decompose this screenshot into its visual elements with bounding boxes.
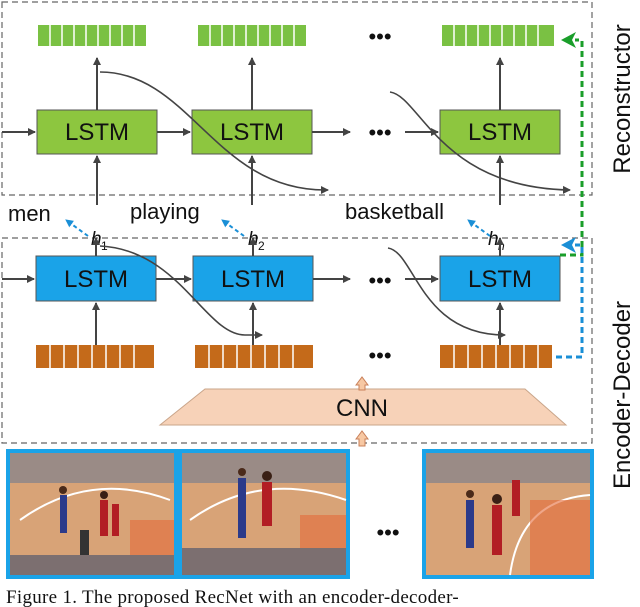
encoder-feature-bar-2 xyxy=(195,345,313,368)
decoder-lstm-2-label: LSTM xyxy=(221,266,285,293)
video-frame-2 xyxy=(178,449,350,579)
decoder-lstm-n: LSTM xyxy=(439,255,561,302)
word-basketball: basketball xyxy=(345,199,444,224)
reconstructor-side-label: Reconstructor xyxy=(609,24,636,173)
recon-lstm-1: LSTM xyxy=(36,109,158,155)
recon-feature-bar-n xyxy=(442,25,554,46)
hidden-h2: h 2 xyxy=(248,229,265,253)
encoder-decoder-side-label: Encoder-Decoder xyxy=(609,301,636,489)
decoder-arrows xyxy=(2,237,506,345)
word-men: men xyxy=(8,201,51,226)
svg-text:2: 2 xyxy=(258,239,265,253)
video-frame-n xyxy=(422,449,594,579)
cnn-block: CNN xyxy=(158,388,568,426)
svg-text:n: n xyxy=(498,239,505,253)
recon-feature-bar-2 xyxy=(198,25,306,46)
blue-encoder-arrow xyxy=(556,243,584,359)
hidden-h1: h 1 xyxy=(91,229,108,253)
encoder-decoder-group xyxy=(1,237,593,444)
cnn-up-arrows xyxy=(355,376,369,447)
recon-feature-bar-1 xyxy=(38,25,146,46)
recon-lstm-dots: ••• xyxy=(368,120,391,145)
recon-lstm-n: LSTM xyxy=(439,109,561,155)
figure-caption: Figure 1. The proposed RecNet with an en… xyxy=(6,587,459,607)
hidden-hn: h n xyxy=(488,229,505,253)
recon-lstm-1-label: LSTM xyxy=(65,119,129,146)
decoder-lstm-1: LSTM xyxy=(35,255,157,302)
video-frame-dots: ••• xyxy=(376,520,399,545)
encoder-feature-bar-n xyxy=(440,345,552,368)
recon-lstm-2-label: LSTM xyxy=(220,119,284,146)
reconstructor-group xyxy=(1,1,593,196)
encoder-feature-dots: ••• xyxy=(368,343,391,368)
recon-arrows xyxy=(2,57,571,205)
decoder-lstm-1-label: LSTM xyxy=(64,266,128,293)
blue-arrowhead xyxy=(561,237,576,253)
word-arrows xyxy=(65,219,491,237)
video-frame-1 xyxy=(6,449,178,579)
recon-lstm-n-label: LSTM xyxy=(468,119,532,146)
cnn-label: CNN xyxy=(336,395,388,422)
word-playing: playing xyxy=(130,199,200,224)
decoder-lstm-2: LSTM xyxy=(192,255,314,302)
decoder-lstm-n-label: LSTM xyxy=(468,266,532,293)
green-recon-arrow xyxy=(560,38,584,257)
decoder-lstm-dots: ••• xyxy=(368,268,391,293)
recon-feature-dots: ••• xyxy=(368,24,391,49)
green-arrowhead xyxy=(561,32,576,48)
encoder-feature-bar-1 xyxy=(36,345,154,368)
svg-text:h: h xyxy=(488,229,499,250)
recon-lstm-2: LSTM xyxy=(191,109,313,155)
